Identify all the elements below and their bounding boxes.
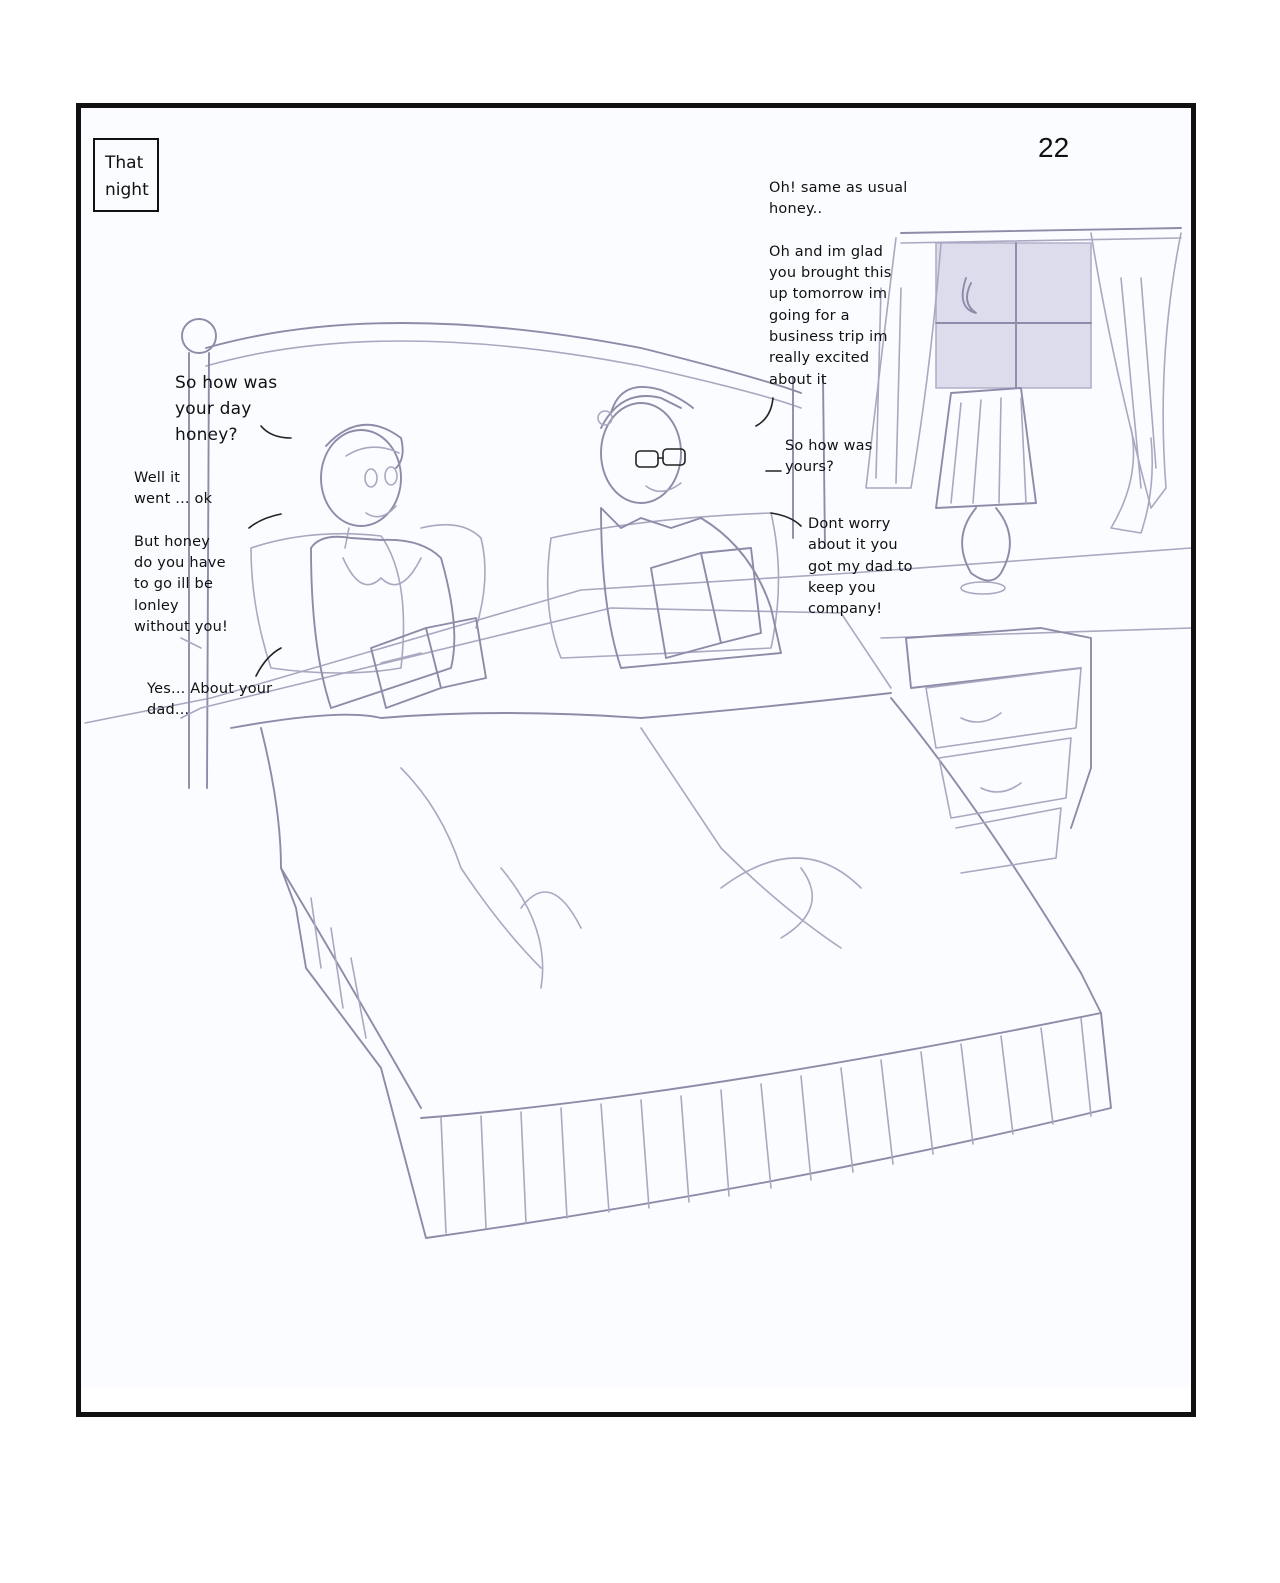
speech-husband-3: Dont worry about it you got my dad to ke…: [808, 516, 913, 618]
speech-husband-1: Oh! same as usual honey.. Oh and im glad…: [769, 180, 908, 388]
speech-wife-2: Well it went ... ok But honey do you hav…: [134, 470, 228, 636]
speech-husband-2: So how was yours?: [785, 438, 873, 476]
panel-bottom-margin: [81, 1388, 1191, 1412]
caption-box: That night: [93, 138, 159, 212]
bedroom-sketch: [84, 227, 1191, 1239]
page-number: 22: [1038, 132, 1070, 163]
speech-wife-1: So how was your day honey?: [175, 373, 278, 445]
speech-wife-3: Yes... About your dad...: [147, 681, 273, 719]
comic-panel: That night 22 So how was your day honey?…: [76, 103, 1196, 1417]
